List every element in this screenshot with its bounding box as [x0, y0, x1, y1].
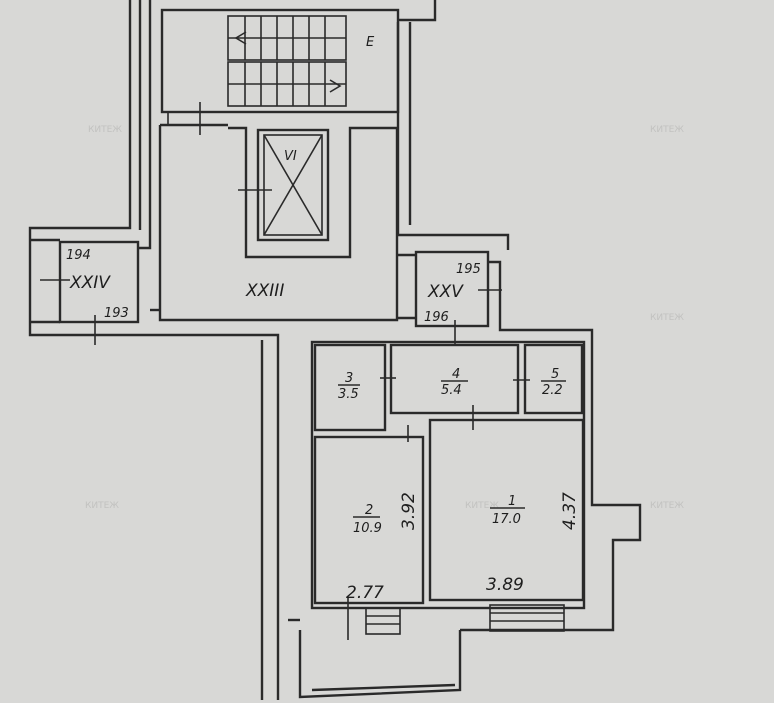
hall-label: XXIII — [245, 281, 284, 301]
room-1 — [428, 418, 585, 602]
stair-label: E — [366, 35, 375, 50]
staircase: E — [160, 8, 400, 114]
room-xxv-number-bottom: 196 — [424, 310, 449, 325]
elevator-label: VI — [284, 149, 297, 164]
apartment: 3 3.5 4 5.4 5 2.2 2 10.9 1 17.0 3.92 2.7… — [310, 340, 586, 640]
room-4 — [389, 343, 520, 415]
room-xxiv-label: XXIV — [69, 273, 111, 293]
room-1-width-dimension: 3.89 — [486, 575, 524, 595]
watermark: КИТЕЖ — [88, 125, 122, 135]
watermarks: КИТЕЖ КИТЕЖ КИТЕЖ КИТЕЖ КИТЕЖ КИТЕЖ — [85, 125, 684, 511]
room-xxv-label: XXV — [427, 282, 464, 302]
building-walls — [28, 0, 642, 700]
room-xxiv: 194 XXIV 193 — [40, 240, 140, 345]
room-3-label: 3 3.5 — [338, 371, 360, 402]
room-4-label: 4 5.4 — [441, 367, 468, 398]
room-area: 2.2 — [542, 383, 563, 398]
watermark: КИТЕЖ — [650, 313, 684, 323]
room-1-height-dimension: 4.37 — [560, 492, 580, 530]
watermark: КИТЕЖ — [650, 125, 684, 135]
room-xxv: 195 XXV 196 — [414, 250, 502, 345]
room-2 — [313, 435, 425, 605]
room-number: 5 — [551, 367, 559, 382]
watermark: КИТЕЖ — [85, 501, 119, 511]
room-number: 4 — [452, 367, 460, 382]
room-2-height-dimension: 3.92 — [399, 492, 419, 530]
room-2-label: 2 10.9 — [353, 503, 382, 536]
elevator-shaft: VI — [238, 128, 330, 242]
room-xxv-number-top: 195 — [456, 262, 481, 277]
room-area: 3.5 — [338, 387, 359, 402]
room-2-width-dimension: 2.77 — [346, 583, 384, 603]
room-3 — [313, 343, 387, 432]
room-1-label: 1 17.0 — [490, 494, 525, 527]
room-5-label: 5 2.2 — [541, 367, 566, 398]
room-xxiv-number-bottom: 193 — [104, 306, 129, 321]
room-area: 17.0 — [492, 512, 521, 527]
hall-xxiii: XXIII — [158, 102, 399, 322]
room-number: 1 — [508, 494, 516, 509]
room-5 — [523, 343, 584, 415]
watermark: КИТЕЖ — [650, 501, 684, 511]
watermark: КИТЕЖ — [465, 501, 499, 511]
room-number: 3 — [345, 371, 353, 386]
room-number: 2 — [365, 503, 373, 518]
room-area: 10.9 — [353, 521, 382, 536]
room-xxiv-number-top: 194 — [66, 248, 91, 263]
room-area: 5.4 — [441, 383, 462, 398]
